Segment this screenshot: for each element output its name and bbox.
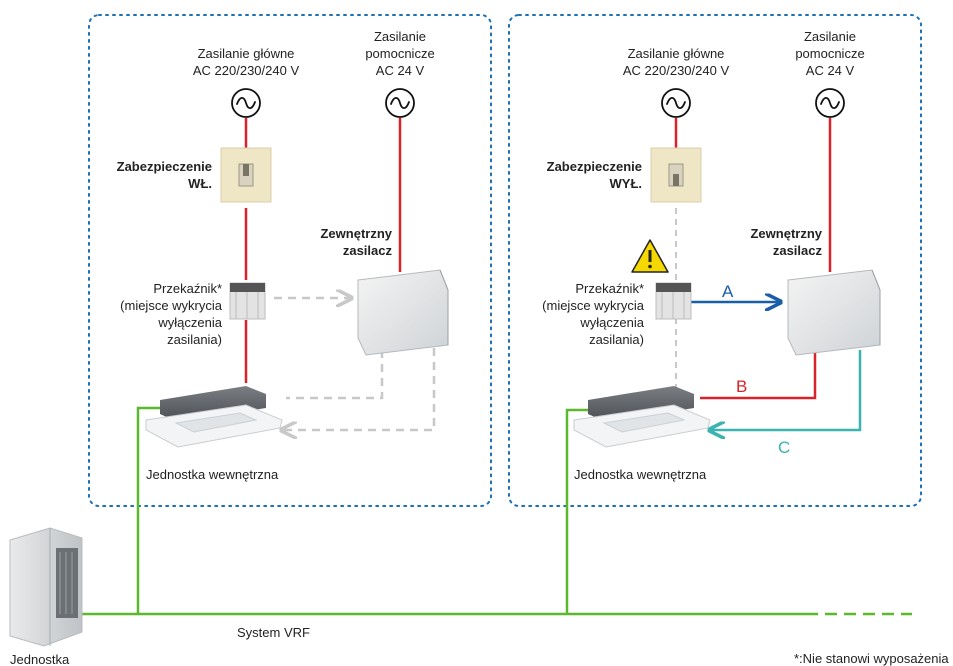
left-relay-line1: Przekaźnik*: [153, 281, 222, 296]
left-main-supply-line1: Zasilanie główne: [197, 46, 295, 61]
left-relay-label: Przekaźnik* (miejsce wykrycia wyłączenia…: [100, 280, 222, 348]
right-relay-label: Przekaźnik* (miejsce wykrycia wyłączenia…: [520, 280, 644, 348]
right-psu-line2: zasilacz: [772, 243, 822, 258]
right-panel-frame: [508, 14, 922, 507]
cassette-unit-icon: [145, 386, 711, 448]
left-psu-label: Zewnętrzny zasilacz: [300, 225, 392, 259]
left-psu-line1: Zewnętrzny: [320, 226, 392, 241]
right-relay-line3: wyłączenia: [580, 315, 644, 330]
left-aux-supply-line3: AC 24 V: [375, 63, 425, 78]
outdoor-unit-icon: [9, 527, 83, 647]
right-breaker-line2: WYŁ.: [609, 176, 643, 191]
left-inactive-paths: [274, 298, 436, 430]
right-breaker-line1: Zabezpieczenie: [546, 159, 642, 174]
right-aux-supply-label: Zasilanie pomocnicze AC 24 V: [780, 28, 880, 79]
right-power-lines: [674, 118, 832, 400]
right-main-supply-label: Zasilanie główne AC 220/230/240 V: [606, 45, 746, 79]
left-indoor-unit-label: Jednostka wewnętrzna: [146, 467, 279, 482]
left-breaker-label: Zabezpieczenie WŁ.: [100, 158, 212, 192]
left-aux-supply-line1: Zasilanie: [373, 29, 427, 44]
right-aux-supply-line1: Zasilanie: [803, 29, 857, 44]
right-relay-line2: (miejsce wykrycia: [542, 298, 644, 313]
right-indoor-unit-label: Jednostka wewnętrzna: [574, 467, 707, 482]
left-aux-supply-label: Zasilanie pomocnicze AC 24 V: [350, 28, 450, 79]
left-main-supply-line2: AC 220/230/240 V: [192, 63, 300, 78]
right-main-supply-line1: Zasilanie główne: [627, 46, 725, 61]
warning-icon: [631, 239, 669, 273]
right-aux-supply-line2: pomocnicze: [795, 46, 865, 61]
path-a-label: A: [722, 282, 734, 301]
ac-source-icon: [231, 88, 845, 118]
left-relay-line3: wyłączenia: [158, 315, 222, 330]
right-main-supply-line2: AC 220/230/240 V: [622, 63, 730, 78]
footnote: *:Nie stanowi wyposażenia: [794, 651, 949, 666]
outdoor-unit-label: Jednostka: [10, 652, 70, 666]
path-c-arrow: [711, 350, 862, 430]
right-psu-label: Zewnętrzny zasilacz: [730, 225, 822, 259]
breaker-icon: [220, 147, 702, 203]
power-supply-icon: [357, 269, 881, 356]
left-breaker-line1: Zabezpieczenie: [116, 159, 212, 174]
right-aux-supply-line3: AC 24 V: [805, 63, 855, 78]
right-psu-line1: Zewnętrzny: [750, 226, 822, 241]
relay-icon: [229, 282, 692, 320]
vrf-line: [82, 406, 912, 616]
right-breaker-label: Zabezpieczenie WYŁ.: [528, 158, 642, 192]
left-relay-line4: zasilania): [167, 332, 222, 347]
left-psu-line2: zasilacz: [342, 243, 392, 258]
left-main-supply-label: Zasilanie główne AC 220/230/240 V: [176, 45, 316, 79]
left-panel-frame: [88, 14, 492, 507]
path-b-label: B: [736, 377, 748, 396]
right-relay-line1: Przekaźnik*: [575, 281, 644, 296]
right-relay-line4: zasilania): [589, 332, 644, 347]
left-aux-supply-line2: pomocnicze: [365, 46, 435, 61]
system-vrf-label: System VRF: [237, 625, 310, 640]
left-relay-line2: (miejsce wykrycia: [120, 298, 222, 313]
left-breaker-line2: WŁ.: [188, 176, 212, 191]
path-c-label: C: [778, 438, 791, 457]
